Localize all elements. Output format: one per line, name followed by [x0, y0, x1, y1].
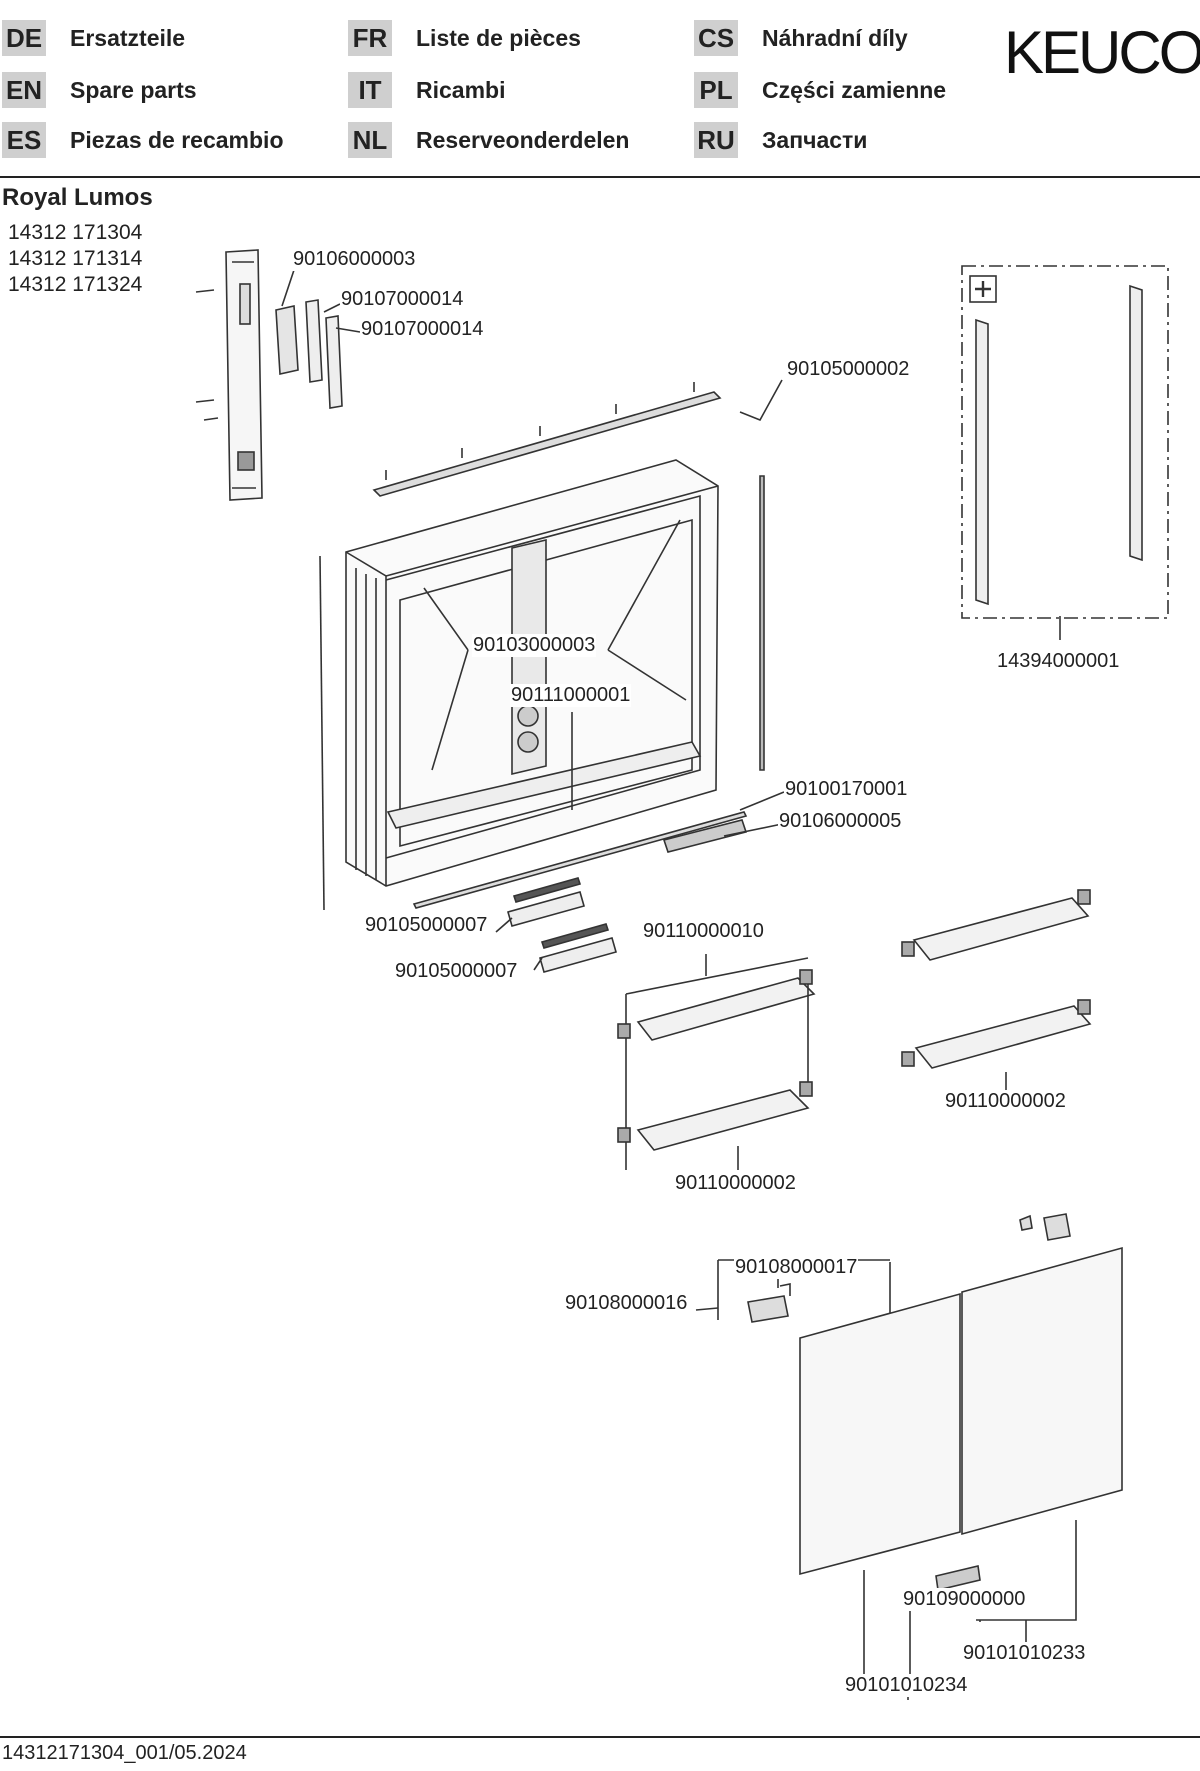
- part-label: 90111000001: [510, 684, 632, 707]
- lang-label-es: Piezas de recambio: [70, 127, 284, 153]
- part-label: 90105000002: [786, 358, 911, 381]
- top-cover-strip: [372, 391, 722, 497]
- lang-code-ru: RU: [694, 122, 738, 158]
- header-divider: [0, 176, 1200, 178]
- driver-box: [275, 305, 299, 375]
- product-title: Royal Lumos: [2, 184, 153, 211]
- footer-divider: [0, 1736, 1200, 1738]
- electronics-strip: [225, 249, 263, 501]
- part-label: 90106000003: [292, 248, 417, 271]
- led-profile: [759, 475, 765, 771]
- part-label: 90107000014: [360, 318, 485, 341]
- part-label: 90108000017: [734, 1256, 859, 1279]
- part-label: 90106000005: [778, 810, 903, 833]
- lang-code-nl: NL: [348, 122, 392, 158]
- light-bar: [1129, 284, 1143, 562]
- lang-label-pl: Części zamienne: [762, 77, 947, 103]
- part-label: 90110000002: [944, 1090, 1067, 1113]
- lang-code-pl: PL: [694, 72, 738, 108]
- article-number: 14312 171304: [8, 221, 143, 244]
- keuco-logo: KEUCO: [1004, 19, 1200, 86]
- part-label: 90109000000: [902, 1588, 1027, 1611]
- article-number: 14312 171314: [8, 247, 143, 270]
- part-label: 90107000014: [340, 288, 465, 311]
- lang-label-nl: Reserveonderdelen: [416, 127, 630, 153]
- lang-label-ru: Запчасти: [762, 127, 868, 153]
- part-label: 90105000007: [394, 960, 519, 983]
- light-bar: [975, 318, 989, 606]
- part-label: 90101010234: [844, 1674, 969, 1697]
- clip-part: [305, 299, 323, 383]
- part-label: 90103000003: [472, 634, 597, 657]
- part-label: 14394000001: [996, 650, 1121, 673]
- glass-shelf: [914, 1005, 1092, 1069]
- glass-shelf: [636, 977, 816, 1041]
- part-label: 90108000016: [564, 1292, 689, 1315]
- lang-code-de: DE: [2, 20, 46, 56]
- lang-code-cs: CS: [694, 20, 738, 56]
- part-label: 90110000002: [674, 1172, 797, 1195]
- lang-label-cs: Náhradní díly: [762, 25, 908, 51]
- mirror-door: [799, 1292, 961, 1576]
- mirror-door: [961, 1246, 1123, 1536]
- glass-shelf: [912, 897, 1090, 961]
- light-frame: [961, 265, 1169, 619]
- lang-code-it: IT: [348, 72, 392, 108]
- lang-label-fr: Liste de pièces: [416, 25, 581, 51]
- strip: [512, 877, 582, 903]
- lang-code-es: ES: [2, 122, 46, 158]
- article-number: 14312 171324: [8, 273, 143, 296]
- strip: [540, 923, 610, 949]
- part-label: 90110000010: [642, 920, 765, 943]
- part-label: 90105000007: [364, 914, 489, 937]
- part-label: 90101010233: [962, 1642, 1087, 1665]
- lang-label-it: Ricambi: [416, 77, 506, 103]
- lang-code-fr: FR: [348, 20, 392, 56]
- document-id: 14312171304_001/05.2024: [2, 1742, 247, 1764]
- lang-label-de: Ersatzteile: [70, 25, 186, 51]
- glass-shelf: [636, 1089, 810, 1151]
- clip-part: [325, 315, 343, 409]
- hinge-clip: [747, 1295, 789, 1323]
- lang-code-en: EN: [2, 72, 46, 108]
- part-label: 90100170001: [784, 778, 909, 801]
- lang-label-en: Spare parts: [70, 77, 197, 103]
- door-handle: [935, 1565, 981, 1591]
